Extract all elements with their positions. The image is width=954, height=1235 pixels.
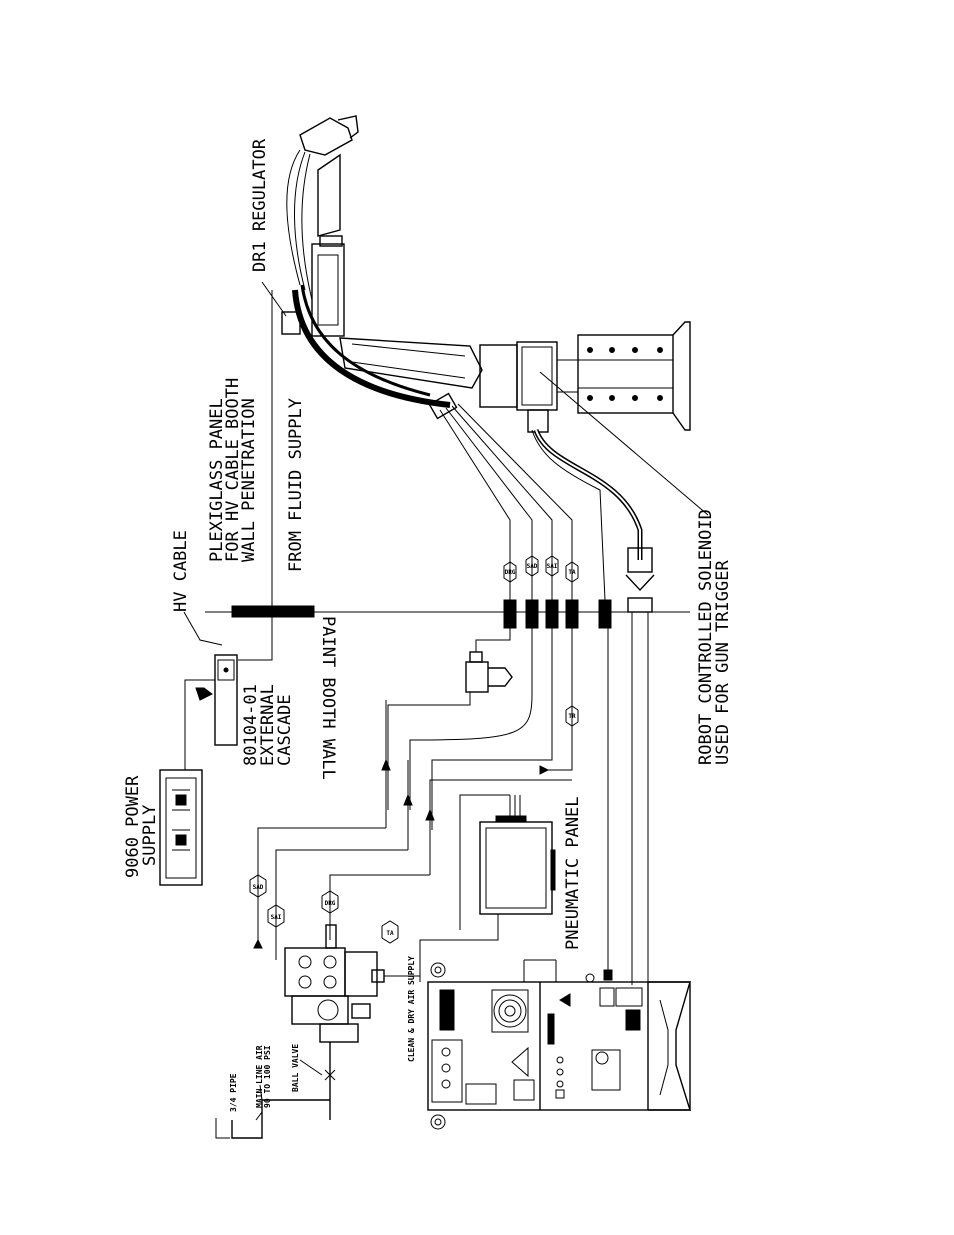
air-supply-label: CLEAN & DRY AIR SUPPLY [407, 956, 416, 1062]
svg-text:DRG: DRG [325, 900, 336, 907]
plexiglass-line-2: FOR HV CABLE BOOTH [223, 378, 243, 562]
wall-fitting-5 [598, 599, 612, 629]
pipe-label: 3/4 PIPE [229, 1073, 238, 1112]
robot [261, 115, 709, 516]
air-lines: SAD SAI DRG TA [249, 628, 573, 960]
cascade-line-1: 80104-01 [241, 684, 261, 766]
svg-text:SAD: SAD [253, 884, 264, 891]
spray-gun [299, 117, 353, 156]
power-supply [159, 769, 203, 886]
svg-text:TA: TA [568, 569, 576, 576]
inline-regulator [387, 600, 513, 810]
pneumatic-panel [419, 795, 556, 982]
main-line-label-1: MAIN LINE AIR [255, 1045, 264, 1108]
air-filter [291, 995, 349, 1025]
robot-forearm [311, 243, 345, 337]
power-supply-line-2: SUPPLY [140, 805, 160, 866]
robot-upper-arm [339, 337, 483, 389]
cascade-line-2: EXTERNAL [258, 684, 278, 766]
ball-valve-label: BALL VALVE [291, 1044, 300, 1092]
hose-coupling [627, 547, 653, 573]
air-manifold [284, 947, 346, 997]
console-display [439, 989, 455, 1031]
hv-system [159, 290, 273, 886]
dr1-regulator-text: DR1 REGULATOR [250, 138, 270, 272]
hose-tag-sad-booth: SAD [525, 555, 539, 577]
plexiglass-line-3: WALL PENETRATION [239, 398, 259, 562]
wall-fitting-2 [525, 599, 539, 629]
hose-tag-drg: DRG [321, 890, 339, 914]
svg-text:SAI: SAI [271, 914, 282, 921]
svg-text:DRG: DRG [505, 569, 516, 576]
robot-base [577, 334, 674, 414]
svg-text:SAI: SAI [547, 563, 558, 570]
external-cascade [214, 654, 238, 746]
plexiglass-panel [231, 605, 315, 618]
supply-pipe [231, 1099, 330, 1139]
console-enclosure [427, 981, 691, 1111]
booth-hoses: DRG SAD SAI TA TR [439, 403, 655, 985]
hose-tag-drg-booth: DRG [503, 561, 517, 583]
high-voltage-warning-icon [559, 993, 571, 1007]
robot-shoulder [479, 344, 518, 408]
label-cascade: 80104-01 EXTERNAL CASCADE [241, 684, 295, 766]
label-robot-solenoid: ROBOT CONTROLLED SOLENOID USED FOR GUN T… [696, 509, 733, 765]
paint-booth-wall-label: PAINT BOOTH WALL [318, 616, 338, 780]
svg-text:TA: TA [386, 930, 394, 937]
hose-tag-sai-booth: SAI [545, 555, 559, 577]
label-power-supply: 9060 POWER SUPPLY [123, 775, 160, 878]
robot-solenoid-line-2: USED FOR GUN TRIGGER [713, 560, 733, 765]
pneumatic-panel-label: PNEUMATIC PANEL [563, 796, 583, 950]
label-dr1-regulator: DR1 REGULATOR [250, 138, 270, 272]
fluid-supply-label: FROM FLUID SUPPLY [286, 398, 306, 572]
robot-hose-bundle [292, 289, 451, 408]
wall-fitting-4 [565, 599, 579, 629]
hose-tag-sad: SAD [249, 874, 267, 898]
plexiglass-line-1: PLEXIGLASS PANEL [207, 398, 227, 562]
fan-grill-icon [491, 989, 529, 1033]
hv-cable [238, 290, 273, 661]
svg-text:SAD: SAD [527, 563, 538, 570]
hose-tag-sai: SAI [267, 904, 285, 928]
label-plexiglass: PLEXIGLASS PANEL FOR HV CABLE BOOTH WALL… [207, 378, 259, 562]
hose-tag-ta-booth: TA [565, 561, 579, 583]
robot-wrist [317, 153, 341, 237]
paint-booth-wall [205, 605, 690, 618]
main-line-label-2: 90 TO 100 PSI [263, 1045, 272, 1108]
wall-fitting-3 [545, 599, 559, 629]
hv-cable-label: HV CABLE [171, 530, 191, 612]
hose-tag-ta: TA [381, 920, 399, 944]
robot-waist [516, 341, 558, 411]
filter-manifold [215, 924, 420, 1139]
robot-solenoid-line-1: ROBOT CONTROLLED SOLENOID [696, 509, 716, 765]
control-console [427, 628, 691, 1130]
power-supply-line-1: 9060 POWER [123, 775, 143, 878]
warning-triangle-icon [511, 1046, 529, 1078]
cascade-line-3: CASCADE [275, 694, 295, 766]
